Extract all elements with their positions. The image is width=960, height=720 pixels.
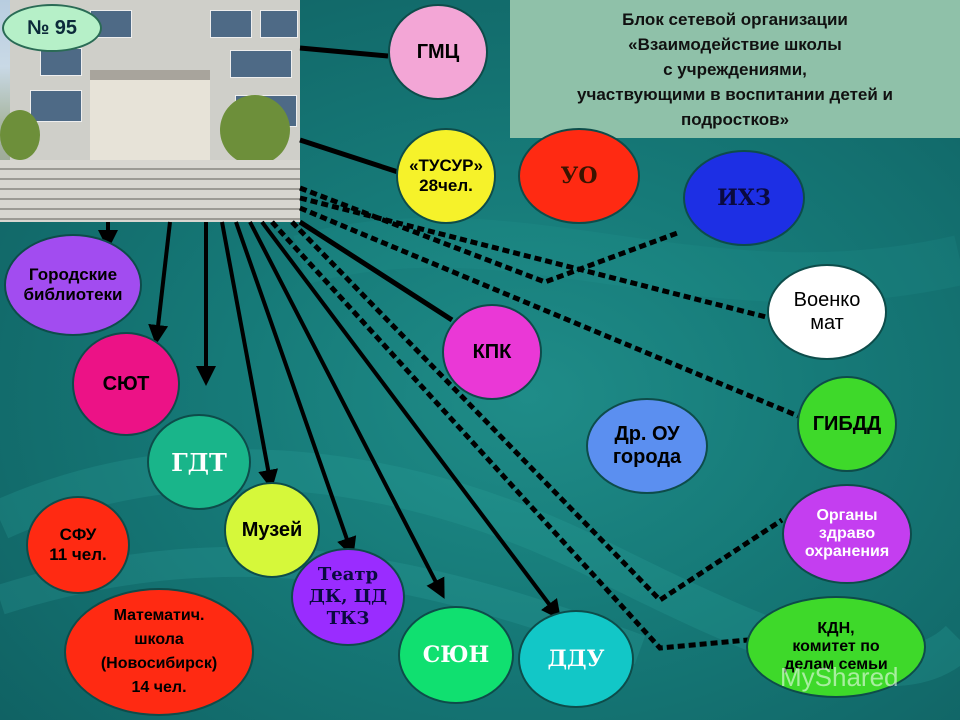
node-museum: Музей: [224, 482, 320, 578]
line-ddu: [260, 220, 562, 620]
dotted-line-ihz: [299, 185, 681, 285]
node-gibdd-label: ГИБДД: [812, 412, 882, 435]
line-gmc: [299, 45, 389, 59]
node-sfu: СФУ 11 чел.: [26, 496, 130, 594]
node-tusur-label: «ТУСУР» 28чел.: [409, 156, 483, 195]
node-syun: СЮН: [398, 606, 514, 704]
node-museum-label: Музей: [241, 518, 303, 541]
node-ddu: ДДУ: [518, 610, 634, 708]
node-voenkomat-label: Военко мат: [793, 289, 861, 334]
dotted-line-kdn: [270, 220, 749, 651]
node-sfu-label: СФУ 11 чел.: [49, 525, 107, 564]
line-syut: [148, 221, 172, 345]
diagram-title: Блок сетевой организации «Взаимодействие…: [510, 0, 960, 138]
watermark: MyShared: [780, 662, 899, 692]
node-gmc: ГМЦ: [388, 4, 488, 100]
node-syun-label: СЮН: [422, 642, 490, 668]
node-ihz-label: ИХЗ: [717, 185, 771, 211]
dotted-line-voenkomat: [299, 195, 771, 321]
node-kdn-label: КДН, комитет по делам семьи: [784, 620, 888, 673]
node-theatre-label: Театр ДК, ЦД ТКЗ: [308, 564, 388, 629]
node-uo-label: УО: [560, 163, 598, 189]
node-uo: УО: [518, 128, 640, 224]
node-health-label: Органы здраво охранения: [804, 507, 890, 560]
node-other-schools: Др. ОУ города: [586, 398, 708, 494]
line-syun: [248, 221, 445, 599]
diagram-title-text: Блок сетевой организации «Взаимодействие…: [577, 9, 893, 129]
node-theatre: Театр ДК, ЦД ТКЗ: [291, 548, 405, 646]
node-ihz: ИХЗ: [683, 150, 805, 246]
line-kpk: [298, 219, 454, 323]
node-gmc-label: ГМЦ: [416, 40, 460, 63]
node-ddu-label: ДДУ: [547, 646, 605, 672]
node-gibdd: ГИБДД: [797, 376, 897, 472]
node-gdt-label: ГДТ: [171, 447, 227, 477]
node-math-school-label: Математич. школа (Новосибирск) 14 чел.: [100, 607, 218, 696]
node-syut-label: СЮТ: [102, 372, 150, 395]
school-number-badge: № 95: [2, 4, 102, 52]
line-tusur: [299, 137, 399, 175]
node-libraries-label: Городские библиотеки: [23, 265, 123, 304]
node-kpk-label: КПК: [472, 340, 512, 363]
node-libraries: Городские библиотеки: [4, 234, 142, 336]
node-tusur: «ТУСУР» 28чел.: [396, 128, 496, 224]
node-kdn: КДН, комитет по делам семьи: [746, 596, 926, 698]
node-gdt: ГДТ: [147, 414, 251, 510]
node-syut: СЮТ: [72, 332, 180, 436]
line-theatre: [234, 221, 357, 558]
dotted-line-gibdd: [299, 205, 799, 419]
node-other-schools-label: Др. ОУ города: [612, 423, 682, 468]
node-kpk: КПК: [442, 304, 542, 400]
line-museum: [220, 221, 279, 490]
node-voenkomat: Военко мат: [767, 264, 887, 360]
node-health: Органы здраво охранения: [782, 484, 912, 584]
node-math-school: Математич. школа (Новосибирск) 14 чел.: [64, 588, 254, 716]
